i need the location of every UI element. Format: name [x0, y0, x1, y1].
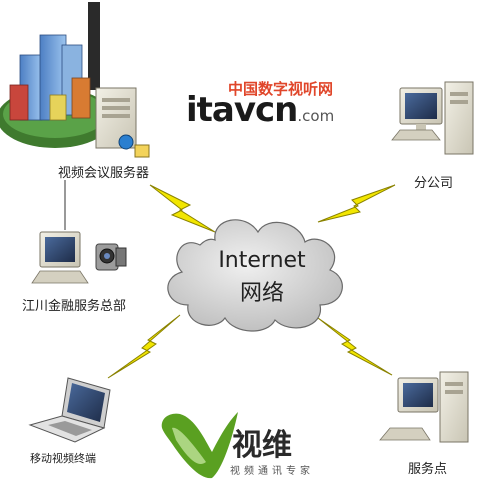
laptop-icon	[28, 377, 111, 443]
watermark-logo-suffix: .com	[297, 107, 335, 125]
branch-pc-icon	[391, 81, 474, 155]
lightning-bolt-service	[317, 317, 393, 376]
internet-cloud: Internet 网络	[167, 219, 343, 332]
city-buildings-icon	[0, 2, 113, 148]
watermark-top-text: 中国数字视听网	[228, 80, 334, 98]
watermark-logo: itavcn.com	[186, 90, 334, 130]
cloud-label-line2: 网络	[240, 281, 284, 306]
branch-label: 分公司	[414, 176, 454, 191]
server-label: 视频会议服务器	[58, 166, 150, 181]
video-camera-icon	[95, 243, 127, 271]
cloud-label-line1: Internet	[218, 248, 306, 273]
hq-label: 江川金融服务总部	[22, 299, 127, 314]
lightning-bolt-mobile	[107, 314, 181, 379]
service-point-pc-icon	[379, 371, 469, 443]
brand-name: 视维	[232, 428, 292, 463]
hq-computer-icon	[31, 231, 89, 284]
service-point-label: 服务点	[408, 462, 448, 477]
lightning-bolt-server	[149, 184, 216, 233]
brand-logo-mark	[161, 412, 238, 479]
brand-tagline: 视频通讯专家	[230, 466, 314, 477]
lightning-bolt-branch	[317, 184, 396, 223]
server-tower-icon	[95, 87, 150, 158]
watermark-logo-text: itavcn	[186, 90, 298, 130]
mobile-label: 移动视频终端	[30, 452, 96, 465]
